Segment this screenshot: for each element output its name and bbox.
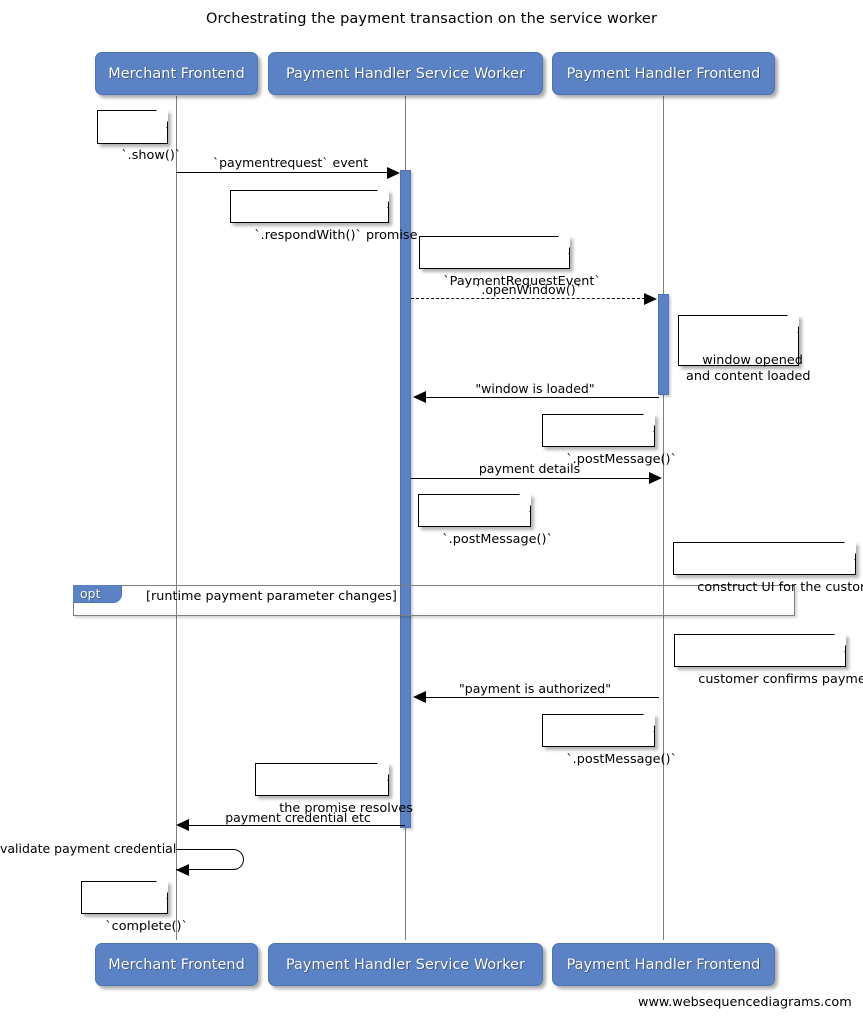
lifeline-payment-handler-frontend: [663, 96, 664, 940]
opt-fragment-operator-tab: opt: [73, 585, 122, 603]
message-label-paymentrequest-event: `paymentrequest` event: [212, 155, 369, 170]
note-text: `.postMessage()`: [566, 451, 677, 467]
note-text: `.postMessage()`: [566, 751, 677, 767]
opt-fragment-guard: [runtime payment parameter changes]: [146, 589, 397, 604]
footer-watermark: www.websequencediagrams.com: [638, 995, 852, 1010]
activation-bar-service-worker: [400, 170, 411, 828]
actor-box-bottom-payment-handler-service-worker[interactable]: Payment Handler Service Worker: [268, 943, 543, 986]
note-text: window opened and content loaded: [686, 352, 811, 385]
self-loop-validate-payment-credential: [176, 849, 244, 870]
actor-label: Payment Handler Frontend: [566, 956, 761, 973]
note-complete: `complete()`: [81, 881, 188, 934]
message-line-window-is-loaded: [426, 396, 659, 398]
note-window-opened: window opened and content loaded: [678, 315, 811, 384]
note-customer-confirms: customer confirms payment: [674, 634, 863, 687]
message-label-payment-credential-etc: payment credential etc: [225, 810, 371, 825]
actor-box-bottom-merchant-frontend[interactable]: Merchant Frontend: [95, 943, 258, 986]
activation-bar-payment-handler-frontend: [658, 294, 669, 395]
message-line-paymentrequest-event: [176, 172, 388, 173]
lifeline-merchant-frontend: [176, 96, 177, 940]
actor-box-top-payment-handler-frontend[interactable]: Payment Handler Frontend: [552, 52, 775, 95]
note-show: `.show()`: [97, 110, 181, 163]
message-label-payment-is-authorized: "payment is authorized": [459, 681, 611, 696]
actor-box-bottom-payment-handler-frontend[interactable]: Payment Handler Frontend: [552, 943, 775, 986]
actor-box-top-payment-handler-service-worker[interactable]: Payment Handler Service Worker: [268, 52, 543, 95]
message-label-payment-details: payment details: [478, 461, 581, 476]
actor-label: Payment Handler Service Worker: [285, 956, 526, 973]
note-post-message-2: `.postMessage()`: [418, 494, 553, 547]
arrow-head-payment-details: [649, 472, 662, 484]
actor-box-top-merchant-frontend[interactable]: Merchant Frontend: [95, 52, 258, 95]
actor-label: Payment Handler Service Worker: [285, 65, 526, 82]
note-post-message-1: `.postMessage()`: [542, 414, 677, 467]
note-text: `.postMessage()`: [442, 531, 553, 547]
note-respond-with-promise: `.respondWith()` promise: [230, 190, 417, 243]
note-text: construct UI for the customer: [697, 579, 863, 595]
note-construct-ui: construct UI for the customer: [673, 542, 863, 595]
note-payment-request-event: `PaymentRequestEvent`: [419, 236, 601, 289]
diagram-title: Orchestrating the payment transaction on…: [205, 11, 658, 27]
message-label-validate-payment-credential: validate payment credential: [0, 841, 177, 856]
message-line-payment-credential-etc: [189, 824, 405, 826]
message-line-payment-details: [411, 477, 650, 479]
note-text: `.respondWith()` promise: [254, 227, 418, 243]
arrow-head-payment-is-authorized: [413, 691, 426, 703]
arrow-head-paymentrequest-event: [387, 166, 400, 179]
opt-fragment-operator-label: opt: [80, 586, 101, 601]
actor-label: Merchant Frontend: [108, 65, 245, 82]
actor-label: Payment Handler Frontend: [566, 65, 761, 82]
message-label-open-window: `.openWindow()`: [475, 282, 582, 297]
arrow-head-window-is-loaded: [413, 391, 426, 403]
note-text: `.show()`: [121, 147, 182, 163]
arrow-head-validate-payment-credential: [176, 864, 189, 876]
note-post-message-3: `.postMessage()`: [542, 714, 677, 767]
message-line-payment-is-authorized: [426, 696, 659, 698]
note-promise-resolves: the promise resolves: [255, 763, 413, 816]
arrow-head-open-window: [644, 292, 657, 305]
note-text: the promise resolves: [279, 800, 413, 816]
note-text: `PaymentRequestEvent`: [443, 273, 601, 289]
note-text: customer confirms payment: [698, 671, 863, 687]
note-text: `complete()`: [105, 918, 188, 934]
message-label-window-is-loaded: "window is loaded": [475, 381, 595, 396]
arrow-head-payment-credential-etc: [176, 819, 189, 831]
message-line-open-window: [411, 298, 645, 299]
actor-label: Merchant Frontend: [108, 956, 245, 973]
